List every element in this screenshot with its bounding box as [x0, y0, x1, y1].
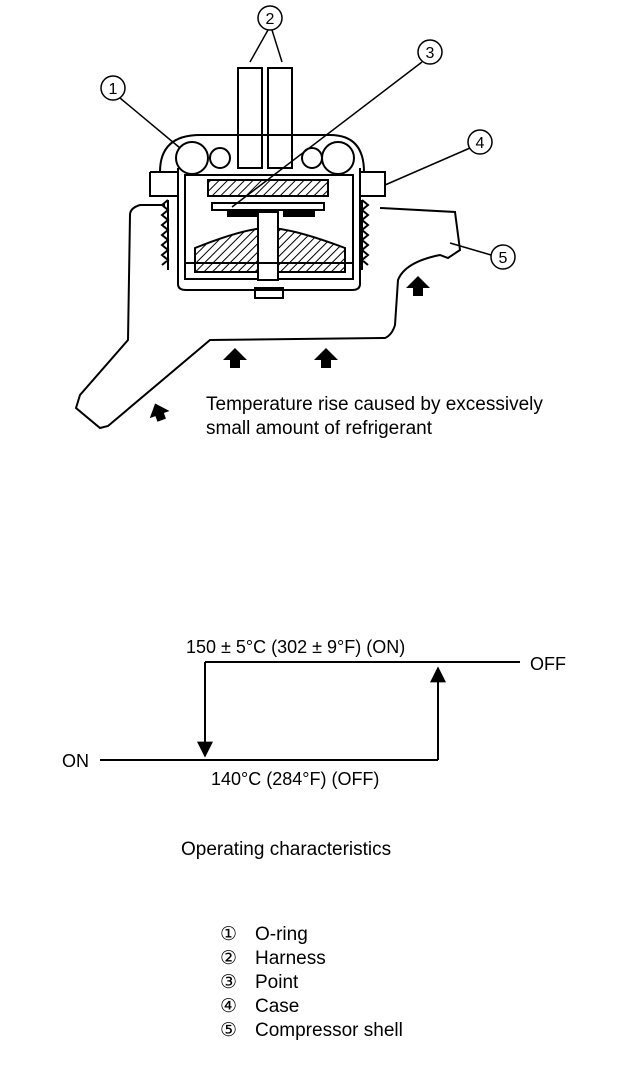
legend-label-5: Compressor shell [255, 1020, 403, 1041]
svg-text:4: 4 [476, 135, 485, 152]
legend: ① O-ring ② Harness ③ Point ④ Case ⑤ Comp… [220, 924, 403, 1041]
harness-left [237, 67, 263, 169]
svg-text:2: 2 [266, 11, 275, 28]
case-flange [149, 171, 386, 197]
heat-arrow-icons [149, 276, 430, 422]
heat-arrow-icon [223, 348, 247, 368]
callout-3: 3 [231, 39, 443, 208]
contact-point [211, 202, 325, 211]
off-threshold-label: 140°C (284°F) (OFF) [211, 769, 379, 789]
caption-line-1: Temperature rise caused by excessively [206, 394, 543, 415]
svg-text:1: 1 [109, 81, 118, 98]
thermal-protector-drawing [74, 67, 462, 430]
compressor-shell [74, 204, 462, 430]
callout-4: 4 [384, 129, 493, 186]
callouts: 1 2 3 4 5 [100, 5, 516, 270]
chart-title: Operating characteristics [181, 839, 391, 860]
legend-label-2: Harness [255, 948, 326, 969]
legend-label-1: O-ring [255, 924, 308, 945]
legend-num-1: ① [220, 924, 237, 945]
callout-1: 1 [100, 75, 181, 149]
center-pin [257, 211, 279, 281]
callout-5: 5 [449, 242, 516, 270]
legend-num-2: ② [220, 948, 237, 969]
harness-right [267, 67, 293, 169]
legend-num-5: ⑤ [220, 1020, 237, 1041]
cap-dome [159, 134, 365, 173]
o-ring-mid [209, 147, 231, 169]
on-threshold-label: 150 ± 5°C (302 ± 9°F) (ON) [186, 637, 405, 657]
off-state-label: OFF [530, 654, 566, 674]
o-ring-right [321, 141, 355, 175]
legend-label-3: Point [255, 972, 299, 993]
case-body [177, 168, 361, 291]
hysteresis-chart [100, 661, 520, 761]
caption-line-2: small amount of refrigerant [206, 418, 433, 439]
heat-arrow-icon [149, 403, 170, 422]
heat-arrow-icon [314, 348, 338, 368]
legend-num-3: ③ [220, 972, 237, 993]
svg-text:5: 5 [499, 250, 508, 267]
contact-plate [207, 179, 329, 197]
legend-label-4: Case [255, 996, 299, 1017]
o-ring-left [175, 141, 209, 175]
legend-num-4: ④ [220, 996, 237, 1017]
callout-2: 2 [249, 5, 283, 63]
svg-text:3: 3 [426, 45, 435, 62]
heat-arrow-icon [406, 276, 430, 296]
on-state-label: ON [62, 751, 89, 771]
